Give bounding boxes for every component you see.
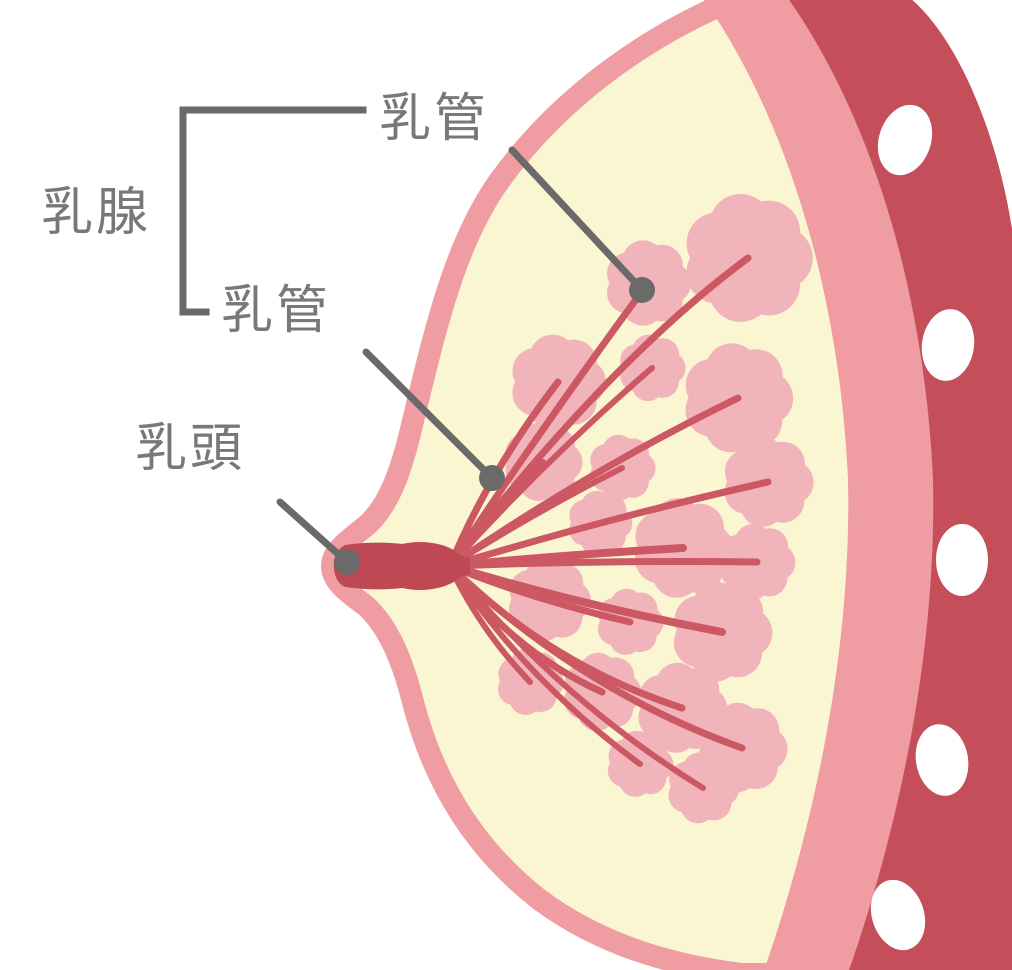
leader-line-duct-upper — [508, 146, 646, 294]
leader-line-nipple — [276, 498, 351, 566]
marker-dot-duct-upper — [629, 277, 655, 303]
gland-bracket — [179, 106, 367, 316]
nipple-duct-hub — [375, 542, 465, 590]
lobule-cluster — [607, 730, 674, 797]
label-milk-duct-upper: 乳管 — [379, 90, 489, 148]
lobule-cluster — [724, 436, 814, 527]
marker-dot-nipple — [334, 549, 360, 575]
label-nipple: 乳頭 — [135, 420, 245, 478]
rib-oval — [936, 524, 988, 596]
chest-muscle-layer — [789, 0, 1012, 970]
label-milk-duct-lower: 乳管 — [221, 282, 331, 340]
milk-duct-branch — [446, 562, 726, 636]
rib-cross-sections — [870, 104, 988, 951]
milk-duct-branch — [446, 558, 761, 570]
milk-duct-branch — [447, 563, 706, 791]
label-mammary-gland: 乳腺 — [41, 184, 151, 242]
lobule-cluster — [668, 752, 739, 824]
leader-line-duct-lower — [362, 348, 496, 482]
marker-dot-duct-lower — [479, 465, 505, 491]
rib-oval — [921, 309, 975, 381]
milk-duct-branch — [447, 563, 643, 767]
rib-oval — [915, 724, 969, 796]
milk-duct-branch — [447, 459, 546, 569]
milk-duct-branch — [447, 465, 625, 569]
chest-skin-layer — [704, 0, 934, 970]
lobule-cluster — [607, 240, 692, 326]
milk-duct-branch — [446, 562, 746, 752]
rib-oval — [870, 879, 926, 951]
milk-duct-branch — [447, 365, 655, 569]
milk-ducts — [446, 254, 772, 791]
rib-oval — [877, 104, 933, 176]
lobule-cluster — [685, 343, 794, 453]
